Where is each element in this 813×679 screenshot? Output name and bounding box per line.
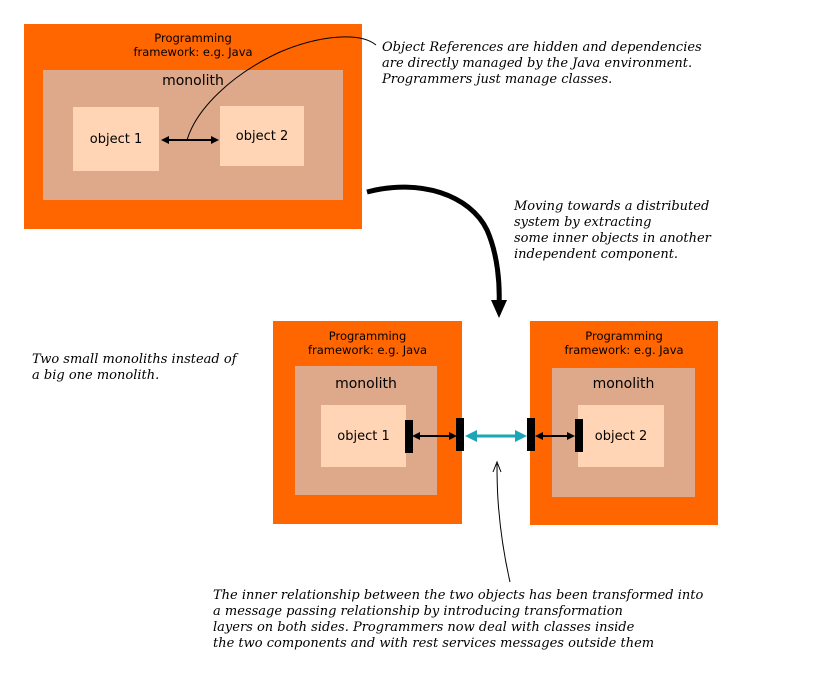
top-object2-box: object 2 <box>220 106 304 166</box>
top-framework-label: Programming framework: e.g. Java <box>133 31 253 59</box>
note-moving-distributed: Moving towards a distributed system by e… <box>514 199 711 262</box>
top-object2-label: object 2 <box>235 128 289 144</box>
transformation-arrow-head <box>491 300 507 318</box>
left-monolith-label: monolith <box>335 376 397 392</box>
top-object1-label: object 1 <box>89 131 143 147</box>
right-inner-layer-bar <box>575 419 583 452</box>
bottom-callout-line <box>496 463 511 583</box>
left-inner-layer-bar <box>405 420 413 453</box>
left-object-box: object 1 <box>321 405 406 467</box>
transformation-curved-arrow <box>366 184 502 307</box>
top-callout-line <box>186 36 377 141</box>
right-object-box: object 2 <box>578 405 664 467</box>
right-object-label: object 2 <box>594 428 648 444</box>
left-framework-label: Programming framework: e.g. Java <box>307 329 428 357</box>
note-object-references: Object References are hidden and depende… <box>382 40 702 87</box>
left-outer-layer-bar <box>456 418 464 451</box>
top-monolith-label: monolith <box>162 73 224 89</box>
right-monolith-label: monolith <box>592 376 655 392</box>
left-object-label: object 1 <box>337 428 390 444</box>
right-framework-label: Programming framework: e.g. Java <box>564 329 684 357</box>
note-message-passing: The inner relationship between the two o… <box>213 588 704 651</box>
top-object1-box: object 1 <box>73 107 159 171</box>
right-outer-layer-bar <box>527 418 535 451</box>
note-two-monoliths: Two small monoliths instead of a big one… <box>32 352 237 383</box>
bottom-callout-arrowhead <box>492 460 502 473</box>
